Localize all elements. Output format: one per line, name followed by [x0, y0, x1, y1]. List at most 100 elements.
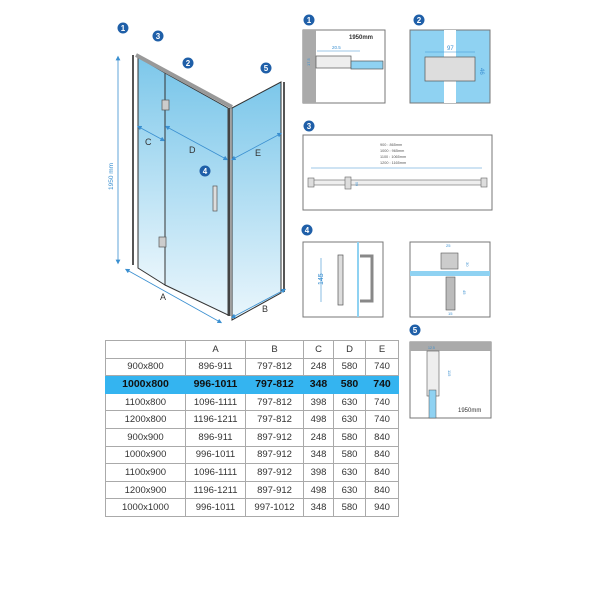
svg-text:1: 1	[307, 16, 312, 25]
value-cell: 897-912	[245, 445, 304, 465]
dimension-e-label: E	[255, 148, 261, 158]
value-cell: 840	[365, 463, 399, 482]
bracket-dim: 60	[355, 182, 359, 186]
detail-2-height-dim: 46	[478, 68, 484, 75]
detail-5-corner-profile: 5 12.5 115 1950mm	[409, 324, 492, 419]
detail-5-badge: 5	[409, 324, 421, 336]
value-cell: 840	[365, 427, 399, 447]
door-handle	[212, 185, 218, 212]
svg-text:4: 4	[203, 167, 208, 176]
value-cell: 797-812	[245, 357, 304, 377]
detail-3-stabilizer-bar: 3 900 : 865mm 1000 : 965mm 1100 : 1065mm…	[302, 120, 493, 211]
value-cell: 997-1012	[245, 498, 304, 517]
knob-bottom-width: 15	[448, 311, 453, 316]
value-cell: 740	[365, 375, 399, 394]
value-cell: 580	[333, 375, 366, 394]
front-glass-door	[164, 72, 229, 316]
value-cell: 580	[333, 357, 366, 377]
value-cell: 1196-1211	[185, 480, 246, 500]
value-cell: 630	[333, 463, 366, 482]
detail-1-wall-profile: 1 20.5 17.5 1950mm	[302, 14, 386, 104]
value-cell: 1196-1211	[185, 410, 246, 429]
badge-4: 4	[199, 165, 211, 177]
value-cell: 630	[333, 392, 366, 412]
detail-4-knob-section: 25 30 45 15	[409, 241, 491, 318]
svg-text:3: 3	[156, 32, 161, 41]
value-cell: D	[333, 340, 366, 359]
badge-1: 1	[117, 22, 129, 34]
height-label: 1950 mm	[108, 163, 115, 190]
detail-4-handle: 4 145	[301, 224, 384, 318]
size-cell: 1100x900	[105, 463, 186, 482]
detail-1-side-dim: 17.5	[306, 57, 311, 66]
dimension-c-label: C	[145, 137, 152, 147]
dimension-a-line	[124, 268, 223, 324]
value-cell: 630	[333, 410, 366, 429]
knob-top-height: 30	[465, 262, 470, 267]
value-cell: 348	[303, 445, 334, 465]
svg-text:3: 3	[307, 122, 312, 131]
value-cell: 996-1011	[185, 445, 246, 465]
value-cell: 1096-1111	[185, 392, 246, 412]
svg-text:4: 4	[305, 226, 310, 235]
value-cell: 996-1011	[185, 498, 246, 517]
badge-3: 3	[152, 30, 164, 42]
corner-width-dim: 12.5	[428, 346, 435, 350]
dimension-a-label: A	[160, 292, 166, 302]
value-cell: 580	[333, 445, 366, 465]
corner-height-label: 1950mm	[458, 408, 481, 414]
value-cell: 248	[303, 357, 334, 377]
value-cell: 797-812	[245, 392, 304, 412]
value-cell: 1096-1111	[185, 463, 246, 482]
corner-height-dim: 115	[447, 370, 452, 377]
value-cell: E	[365, 340, 399, 359]
detail-2-hinge: 2 97 46	[409, 14, 491, 104]
front-glass-fixed	[137, 56, 166, 286]
size-cell: 900x800	[105, 357, 186, 377]
detail-2-width-dim: 97	[447, 46, 454, 52]
svg-text:5: 5	[413, 326, 418, 335]
length-900: 900 : 865mm	[380, 143, 402, 147]
value-cell: 740	[365, 357, 399, 377]
value-cell: 797-812	[245, 375, 304, 394]
size-cell: 1200x800	[105, 410, 186, 429]
value-cell: A	[185, 340, 246, 359]
size-cell: 1200x900	[105, 480, 186, 500]
detail-3-badge: 3	[303, 120, 315, 132]
length-1100: 1100 : 1065mm	[380, 155, 406, 159]
value-cell: 498	[303, 480, 334, 500]
shower-enclosure-drawing: 1950 mm A B C D E 1 3 2 4 5	[108, 22, 287, 324]
dimension-b-label: B	[262, 304, 268, 314]
value-cell: 580	[333, 427, 366, 447]
knob-top-width: 25	[446, 243, 451, 248]
value-cell: 896-911	[185, 357, 246, 377]
value-cell: 348	[303, 375, 334, 394]
knob-bottom-height: 45	[462, 290, 467, 295]
value-cell: 897-912	[245, 463, 304, 482]
dimension-b-line	[230, 288, 287, 319]
hinge-top	[161, 99, 170, 111]
badge-2: 2	[182, 57, 194, 69]
size-cell	[105, 340, 186, 359]
size-cell: 1000x900	[105, 445, 186, 465]
size-cell: 1000x800	[105, 375, 186, 394]
value-cell: 996-1011	[185, 375, 246, 394]
value-cell: 398	[303, 463, 334, 482]
value-cell: 580	[333, 498, 366, 517]
detail-1-badge: 1	[303, 14, 315, 26]
value-cell: B	[245, 340, 304, 359]
size-cell: 1000x1000	[105, 498, 186, 517]
length-1000: 1000 : 965mm	[380, 149, 404, 153]
value-cell: 840	[365, 480, 399, 500]
value-cell: 896-911	[185, 427, 246, 447]
value-cell: 840	[365, 445, 399, 465]
